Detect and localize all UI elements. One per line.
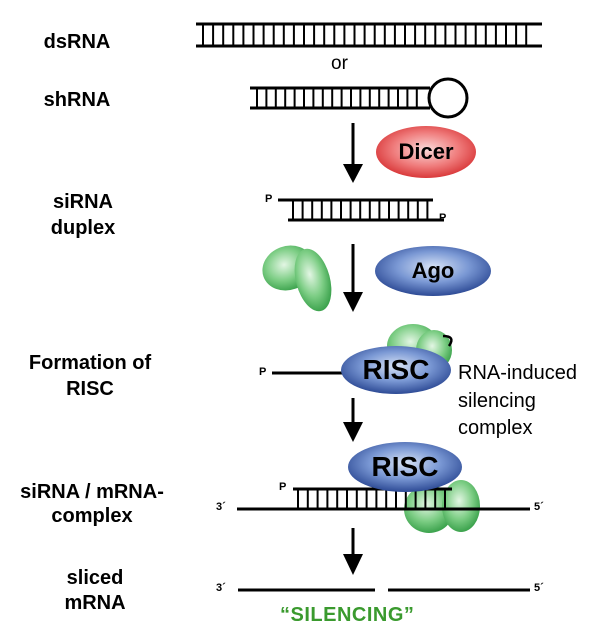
- green-protein-complex: [262, 245, 332, 312]
- label-formation-line1: Formation of: [28, 352, 152, 374]
- label-sliced-line2: mRNA: [64, 592, 126, 614]
- label-shrna: shRNA: [43, 89, 111, 111]
- ago-label: Ago: [411, 258, 455, 283]
- label-sirna-mrna-line1: siRNA / mRNA-: [20, 481, 164, 503]
- ago-protein: [375, 246, 491, 296]
- label-dsrna: dsRNA: [43, 31, 111, 53]
- three-prime-label-sliced: 3´: [216, 582, 226, 594]
- arrow-dicer: [343, 123, 363, 183]
- label-formation-line2: RISC: [66, 378, 114, 400]
- dicer-protein: [376, 126, 476, 178]
- shrna-hairpin: [250, 77, 469, 119]
- label-sirna-duplex-line2: duplex: [50, 217, 116, 239]
- five-prime-label-complex: 5´: [534, 501, 544, 513]
- annotation-line3: complex: [458, 417, 533, 439]
- sirna-mrna-complex: [237, 442, 530, 533]
- five-prime-label-sliced: 5´: [534, 582, 544, 594]
- p-label-duplex-5: P: [265, 193, 273, 205]
- label-sliced-line1: sliced: [66, 567, 124, 589]
- annotation-line2: silencing: [458, 390, 536, 412]
- silencing-result: “SILENCING”: [280, 604, 415, 626]
- risc-label-formation: RISC: [362, 354, 430, 385]
- label-sirna-duplex-line1: siRNA: [52, 191, 113, 213]
- arrow-risc: [343, 398, 363, 442]
- risc-label-complex: RISC: [371, 451, 439, 482]
- three-prime-label-complex: 3´: [216, 501, 226, 513]
- dicer-label: Dicer: [398, 139, 454, 164]
- p-label-risc: P: [259, 366, 267, 378]
- sirna-duplex-ladder: [278, 198, 444, 222]
- p-label-complex: P: [279, 481, 287, 493]
- arrow-slicing: [343, 528, 363, 575]
- dsrna-ladder: [196, 22, 542, 48]
- or-text: or: [331, 53, 348, 74]
- arrow-ago: [343, 244, 363, 312]
- label-sirna-mrna-line2: complex: [51, 505, 133, 527]
- risc-formation: [272, 324, 453, 394]
- annotation-line1: RNA-induced: [458, 362, 577, 384]
- p-label-duplex-3: P: [439, 212, 447, 224]
